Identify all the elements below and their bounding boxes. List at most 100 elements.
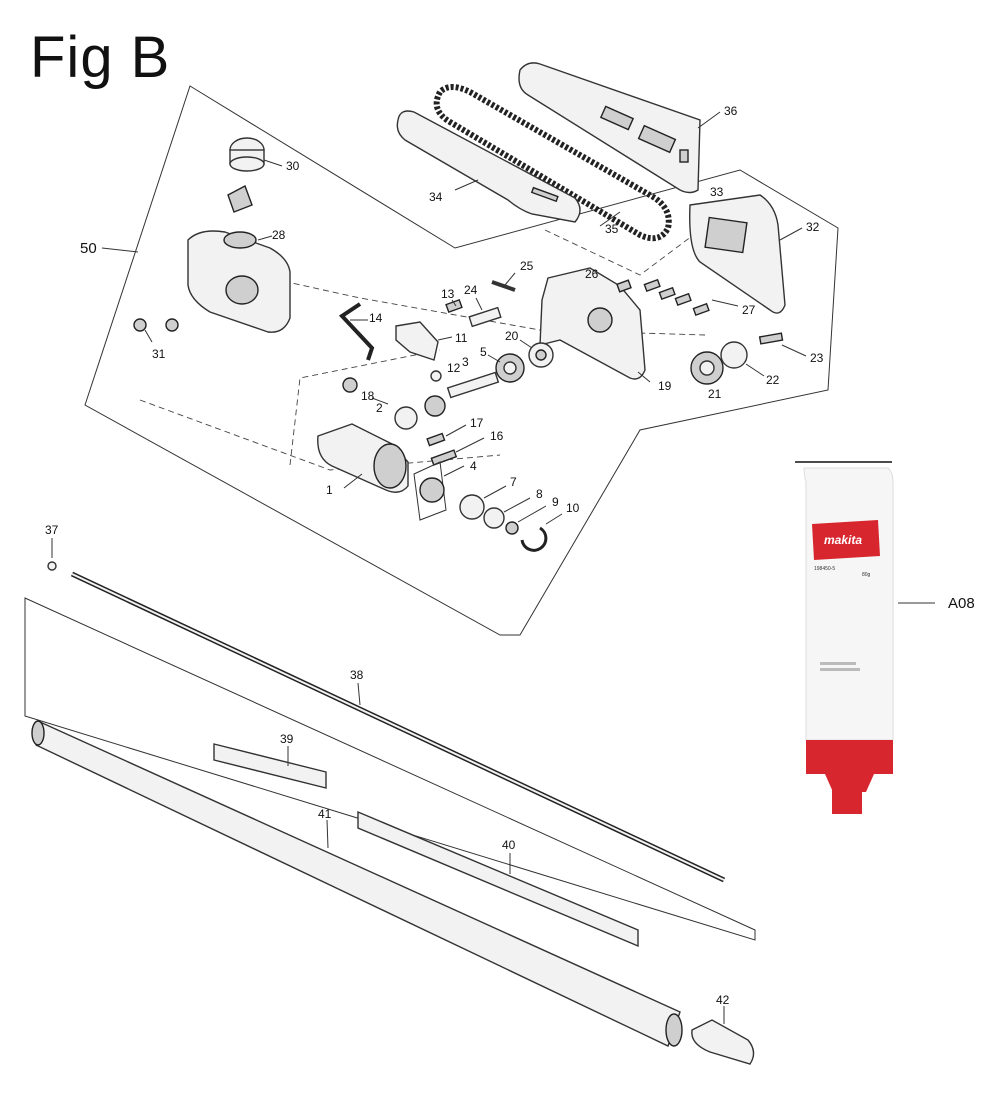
leader-17 — [445, 424, 467, 437]
callout-41: 41 — [318, 807, 332, 821]
cap-strainer — [227, 185, 253, 213]
drive-shaft-38-core — [71, 573, 725, 881]
callout-35: 35 — [605, 222, 619, 236]
callout-11: 11 — [455, 331, 468, 345]
label-sticker-40 — [357, 810, 639, 948]
callout-5: 5 — [480, 345, 487, 359]
cover-slot — [599, 105, 635, 131]
screw-13 — [445, 298, 463, 314]
bolt-24 — [468, 306, 502, 328]
stud-25 — [491, 280, 516, 292]
callout-4: 4 — [470, 459, 477, 473]
cover-slot — [679, 149, 689, 163]
callout-34: 34 — [429, 190, 443, 204]
callout-8: 8 — [536, 487, 543, 501]
callout-16: 16 — [490, 429, 504, 443]
washer-8 — [483, 507, 505, 529]
cover-slot — [637, 124, 677, 154]
assembly-guide — [289, 349, 441, 466]
leader-11 — [437, 336, 453, 341]
pipe-41-end-b — [665, 1013, 683, 1047]
case-clamp — [373, 443, 407, 489]
callout-22: 22 — [766, 373, 780, 387]
callout-38: 38 — [350, 668, 364, 682]
callout-40: 40 — [502, 838, 516, 852]
assembly-guide — [139, 399, 501, 471]
bearing-2b — [424, 395, 446, 417]
leader-30 — [263, 159, 283, 167]
callout-24: 24 — [464, 283, 478, 297]
callout-26: 26 — [585, 267, 599, 281]
clip-37 — [47, 561, 57, 571]
gear-5-hub — [503, 361, 517, 375]
leader-36 — [697, 111, 721, 129]
callout-13: 13 — [441, 287, 455, 301]
leader-7 — [483, 485, 507, 499]
bar-slot — [530, 186, 559, 203]
leader-4 — [443, 465, 465, 477]
leader-35 — [599, 211, 621, 227]
callout-39: 39 — [280, 732, 294, 746]
bearing-20-inner — [535, 349, 547, 361]
leader-23 — [781, 344, 807, 357]
makita-logo-band — [812, 520, 880, 560]
screws-26 — [616, 279, 632, 293]
circlip-10 — [520, 526, 548, 552]
leader-19 — [637, 371, 651, 383]
plug-18 — [342, 377, 358, 393]
bearing-2 — [394, 406, 418, 430]
leader-20 — [519, 339, 533, 349]
callout-9: 9 — [552, 495, 559, 509]
sprocket-cover-32 — [689, 194, 786, 314]
screws-31 — [133, 318, 179, 332]
leader-18 — [371, 397, 389, 405]
leader-1 — [343, 473, 363, 489]
tube-weight: 80g — [862, 572, 871, 578]
callout-21: 21 — [708, 387, 722, 401]
figure-title: Fig B — [30, 25, 171, 90]
callout-18: 18 — [361, 389, 375, 403]
callout-14: 14 — [369, 311, 383, 325]
assembly-guide — [544, 229, 701, 276]
bevel-gear-4 — [419, 477, 445, 503]
callout-25: 25 — [520, 259, 534, 273]
callout-20: 20 — [505, 329, 519, 343]
screws-27 — [643, 278, 710, 317]
sprocket-21-hub — [699, 360, 715, 376]
spindle-3 — [446, 371, 500, 399]
callout-a08: A08 — [948, 595, 975, 612]
bar-cover-36 — [518, 62, 701, 194]
leader-25 — [504, 272, 516, 286]
oil-pipe-14 — [338, 302, 375, 361]
callout-36: 36 — [724, 104, 738, 118]
callout-2: 2 — [376, 401, 383, 415]
pipe-41 — [35, 720, 681, 1047]
group-boundary-tube — [24, 597, 756, 941]
tube-part-no: 198450-5 — [814, 566, 835, 572]
pipe-41-end — [31, 720, 45, 746]
tube-brand: makita — [824, 533, 862, 547]
callout-1: 1 — [326, 483, 333, 497]
callout-27: 27 — [742, 303, 756, 317]
callout-33: 33 — [710, 185, 724, 199]
callout-17: 17 — [470, 416, 484, 430]
saw-chain-35 — [433, 84, 672, 242]
callout-23: 23 — [810, 351, 824, 365]
leader-32 — [779, 227, 803, 241]
leader-16 — [455, 437, 485, 453]
washer-22 — [720, 341, 748, 369]
leader-41 — [326, 819, 329, 849]
leader-50 — [101, 247, 139, 253]
callout-42: 42 — [716, 993, 730, 1007]
leader-31 — [144, 329, 153, 343]
callout-3: 3 — [462, 355, 469, 369]
callout-31: 31 — [152, 347, 166, 361]
leader-13 — [451, 299, 457, 307]
leader-27 — [711, 299, 739, 307]
oil-pump-11 — [395, 321, 439, 361]
cover-window — [704, 216, 748, 254]
leader-22 — [745, 363, 765, 377]
label-sticker-39 — [213, 743, 327, 789]
